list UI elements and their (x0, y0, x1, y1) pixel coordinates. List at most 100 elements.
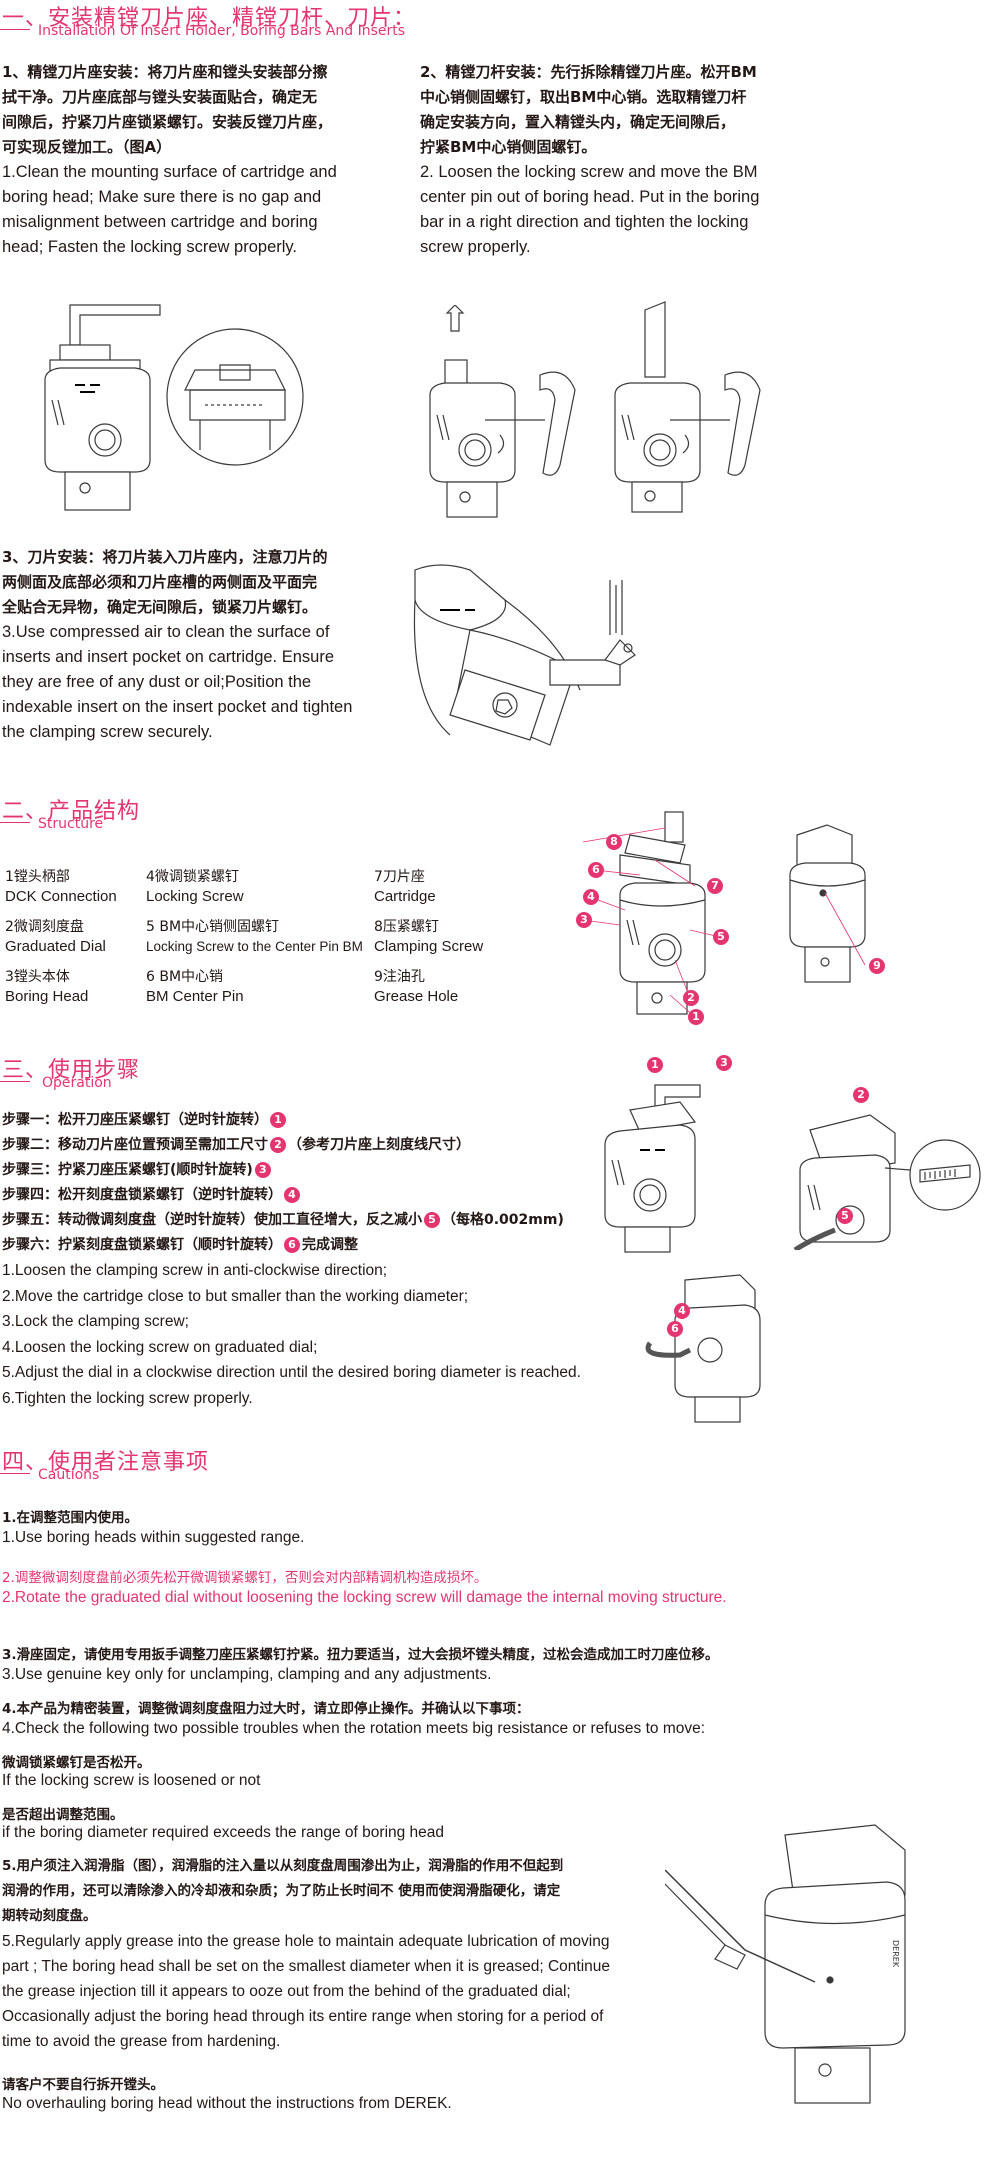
part-9-en: Grease Hole (374, 988, 459, 1005)
step-en-6: 6.Tighten the locking screw properly. (2, 1389, 253, 1407)
boring-bar-insert-illustration (614, 301, 761, 513)
grease-label: DEREK (891, 1940, 900, 1968)
step2-en-line4: screw properly. (420, 238, 531, 256)
section1-title: 一、安装精镗刀片座、精镗刀杆、刀片： (2, 6, 417, 31)
operation-step4-illustration (645, 1274, 761, 1423)
caution5-en-line2: part ; The boring head shall be set on t… (2, 1958, 611, 1975)
step-en-2: 2.Move the cartridge close to but smalle… (2, 1287, 469, 1305)
step1-cn-line4: 可实现反镗加工。（图A） (2, 138, 172, 156)
part-5-cn: 5 BM中心销侧固螺钉 (146, 919, 280, 935)
step2-en-line1: 2. Loosen the locking screw and move the… (420, 163, 758, 181)
caution4-en: 4.Check the following two possible troub… (2, 1720, 706, 1737)
caution1-cn: 1.在调整范围内使用。 (2, 1510, 139, 1526)
callout-8: 8 (606, 834, 622, 850)
step-4-badge: 4 (284, 1187, 300, 1203)
step-1-badge: 1 (270, 1112, 286, 1128)
step-cn-1: 步骤一：松开刀座压紧螺钉（逆时针旋转）1 (2, 1108, 581, 1133)
callout-7: 7 (707, 878, 723, 894)
section2-title: 二、产品结构 (2, 799, 141, 824)
part-6-en: BM Center Pin (146, 988, 244, 1005)
caution5-cn-line2: 润滑的作用，还可以清除渗入的冷却液和杂质；为了防止长时间不 使用而使润滑脂硬化，… (2, 1883, 561, 1899)
caution4-cn: 4.本产品为精密装置，调整微调刻度盘阻力过大时，请立即停止操作。并确认以下事项： (2, 1701, 530, 1717)
caution5-en-line1: 5.Regularly apply grease into the grease… (2, 1933, 610, 1950)
part-7-cn: 7刀片座 (374, 869, 425, 885)
section2-subtitle: Structure (38, 816, 104, 832)
section3-subtitle: Operation (42, 1075, 112, 1091)
step3-cn-line1: 3、刀片安装：将刀片装入刀片座内，注意刀片的 (2, 548, 328, 566)
cartridge-mount-illustration (44, 304, 161, 511)
part-2-cn: 2微调刻度盘 (5, 919, 84, 935)
step2-block: 2、精镗刀杆安装：先行拆除精镗刀片座。松开BM 中心销侧固螺钉，取出BM中心销。… (420, 60, 840, 260)
caution3-cn: 3.滑座固定，请使用专用扳手调整刀座压紧螺钉拧紧。扭力要适当，过大会损坏镗头精度… (2, 1647, 719, 1663)
step2-en-line3: bar in a right direction and tighten the… (420, 213, 749, 231)
callout-5: 5 (713, 929, 729, 945)
callout-1: 1 (688, 1009, 704, 1025)
caution5-en-line5: time to avoid the grease from hardening. (2, 2033, 281, 2050)
callout-6: 6 (588, 862, 604, 878)
step2-cn-line4: 拧紧BM中心销侧固螺钉。 (420, 138, 597, 156)
callout-3: 3 (576, 912, 592, 928)
step1-en-line2: boring head; Make sure there is no gap a… (2, 188, 322, 206)
callout-4: 4 (583, 889, 599, 905)
part-7: 7刀片座 Cartridge (374, 868, 436, 906)
operation-step2-illustration (793, 1114, 981, 1250)
step2-cn-line3: 确定安装方向，置入精镗头内，确定无间隙后， (420, 113, 736, 131)
step3-en-line3: they are free of any dust or oil;Positio… (2, 673, 312, 691)
part-1: 1镗头柄部 DCK Connection (5, 868, 117, 906)
caution5-en-line4: Occasionally adjust the boring head thro… (2, 2008, 604, 2025)
part-9-cn: 9注油孔 (374, 969, 425, 985)
part-3-en: Boring Head (5, 988, 89, 1005)
caution5-cn-line1: 5.用户须注入润滑脂（图），润滑脂的注入量以从刻度盘周围渗出为止，润滑脂的作用不… (2, 1858, 564, 1874)
callout-9: 9 (869, 958, 885, 974)
part-5-en: Locking Screw to the Center Pin BM (146, 939, 363, 954)
section1-rule (0, 29, 30, 30)
part-4: 4微调锁紧螺钉 Locking Screw (146, 868, 244, 906)
section1-subtitle: Installation Of Insert Holder, Boring Ba… (38, 23, 406, 39)
step1-en-line3: misalignment between cartridge and borin… (2, 213, 318, 231)
part-8-cn: 8压紧螺钉 (374, 919, 439, 935)
step3-en-line2: inserts and insert pocket on cartridge. … (2, 648, 335, 666)
caution5-cn-line3: 期转动刻度盘。 (2, 1908, 97, 1924)
caution6-cn: 请客户不要自行拆开镗头。 (2, 2077, 164, 2093)
op-callout-4: 4 (674, 1303, 690, 1319)
op-callout-5: 5 (837, 1208, 853, 1224)
operation-step1-illustration (604, 1084, 701, 1253)
part-2-en: Graduated Dial (5, 938, 106, 955)
step3-block: 3、刀片安装：将刀片装入刀片座内，注意刀片的 两侧面及底部必须和刀片座槽的两侧面… (2, 545, 422, 745)
op-callout-6: 6 (667, 1321, 683, 1337)
step3-en-line5: the clamping screw securely. (2, 723, 213, 741)
step-en-1: 1.Loosen the clamping screw in anti-cloc… (2, 1262, 388, 1279)
step3-en-line1: 3.Use compressed air to clean the surfac… (2, 623, 330, 641)
section4-rule (0, 1473, 30, 1474)
step2-en-line2: center pin out of boring head. Put in th… (420, 188, 760, 206)
grease-injection-illustration: DEREK (665, 1824, 906, 2104)
caution4b-cn: 是否超出调整范围。 (2, 1807, 124, 1823)
op-callout-2: 2 (853, 1087, 869, 1103)
step-en-5: 5.Adjust the dial in a clockwise directi… (2, 1364, 581, 1381)
step-cn-4: 步骤四：松开刻度盘锁紧螺钉（逆时针旋转）4 (2, 1183, 581, 1208)
callout-2: 2 (683, 990, 699, 1006)
part-6: 6 BM中心销 BM Center Pin (146, 968, 244, 1006)
part-5: 5 BM中心销侧固螺钉 Locking Screw to the Center … (146, 918, 363, 956)
part-6-cn: 6 BM中心销 (146, 969, 224, 985)
step-3-badge: 3 (254, 1162, 271, 1178)
part-3: 3镗头本体 Boring Head (5, 968, 88, 1006)
step-en-4: 4.Loosen the locking screw on graduated … (2, 1338, 318, 1356)
step1-cn-line1: 1、精镗刀片座安装：将刀片座和镗头安装部分擦 (2, 63, 328, 81)
caution6-en: No overhauling boring head without the i… (2, 2095, 452, 2112)
part-9: 9注油孔 Grease Hole (374, 968, 458, 1006)
steps-cn-list: 步骤一：松开刀座压紧螺钉（逆时针旋转）1 步骤二：移动刀片座位置预调至需加工尺寸… (2, 1108, 581, 1411)
caution1-en: 1.Use boring heads within suggested rang… (2, 1529, 305, 1546)
step-cn-3: 步骤三：拧紧刀座压紧螺钉(顺时针旋转)3 (2, 1158, 581, 1183)
step-2-badge: 2 (270, 1137, 286, 1153)
section2-rule (0, 822, 30, 823)
section4-title: 四、使用者注意事项 (2, 1450, 210, 1475)
step1-en-line4: head; Fasten the locking screw properly. (2, 238, 298, 256)
caution5-en-line3: the grease injection till it appears to … (2, 1983, 571, 2000)
part-4-en: Locking Screw (146, 888, 244, 905)
insert-mount-illustration (413, 564, 636, 746)
step2-cn-line2: 中心销侧固螺钉，取出BM中心销。选取精镗刀杆 (420, 88, 747, 106)
